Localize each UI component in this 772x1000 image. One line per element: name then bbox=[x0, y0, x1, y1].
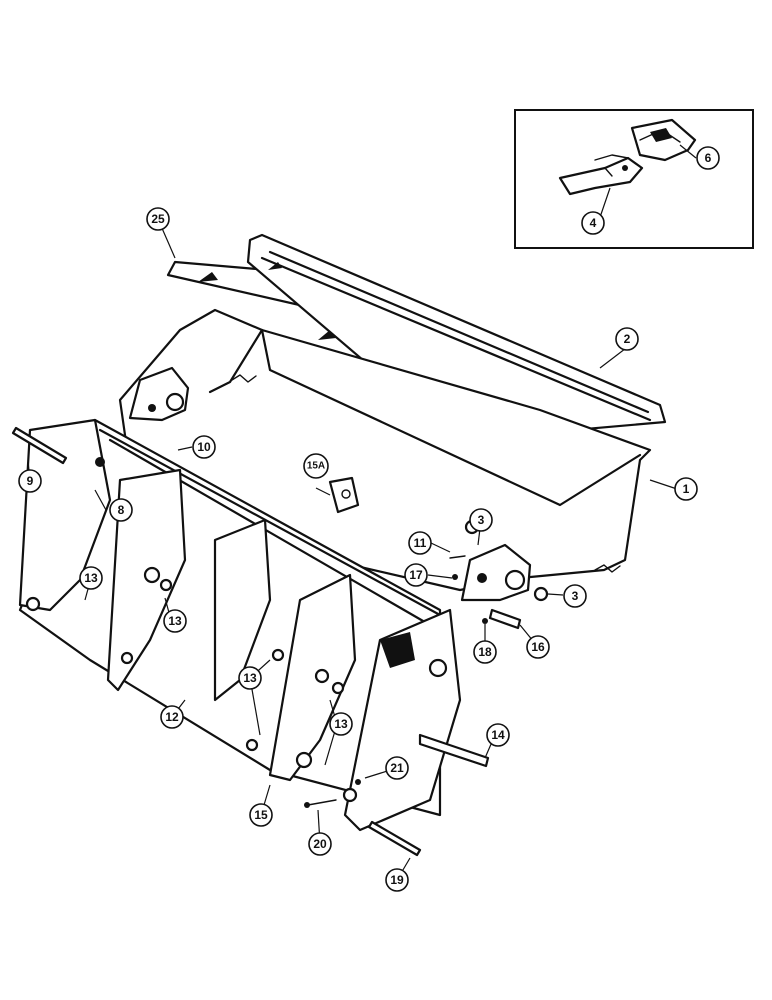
svg-text:12: 12 bbox=[165, 710, 179, 724]
svg-text:10: 10 bbox=[197, 440, 211, 454]
callout-15: 15 bbox=[249, 803, 273, 827]
svg-text:16: 16 bbox=[531, 640, 545, 654]
callout-1: 1 bbox=[674, 477, 698, 501]
svg-text:4: 4 bbox=[590, 216, 597, 230]
pin-part-19 bbox=[367, 820, 422, 857]
callout-10: 10 bbox=[192, 435, 216, 459]
callout-19: 19 bbox=[385, 868, 409, 892]
callout-21: 21 bbox=[385, 756, 409, 780]
svg-text:6: 6 bbox=[705, 151, 712, 165]
callout-3-right: 3 bbox=[563, 584, 587, 608]
svg-text:13: 13 bbox=[243, 671, 257, 685]
inset-box bbox=[514, 109, 754, 249]
adapter-part-4 bbox=[558, 154, 644, 196]
callout-18: 18 bbox=[473, 640, 497, 664]
callout-3-upper: 3 bbox=[469, 508, 493, 532]
callout-13-d: 13 bbox=[329, 712, 353, 736]
svg-text:9: 9 bbox=[27, 474, 34, 488]
svg-text:15A: 15A bbox=[307, 461, 325, 472]
callout-17: 17 bbox=[404, 563, 428, 587]
shank-2 bbox=[106, 468, 187, 692]
callout-13-a: 13 bbox=[79, 566, 103, 590]
svg-text:20: 20 bbox=[313, 837, 327, 851]
svg-text:19: 19 bbox=[390, 873, 404, 887]
callout-20: 20 bbox=[308, 832, 332, 856]
callout-14: 14 bbox=[486, 723, 510, 747]
svg-text:17: 17 bbox=[409, 568, 423, 582]
svg-text:21: 21 bbox=[390, 761, 404, 775]
svg-text:3: 3 bbox=[478, 513, 485, 527]
callout-16: 16 bbox=[526, 635, 550, 659]
svg-text:2: 2 bbox=[624, 332, 631, 346]
svg-text:11: 11 bbox=[414, 536, 427, 550]
callout-9: 9 bbox=[18, 469, 42, 493]
svg-text:13: 13 bbox=[84, 571, 98, 585]
wear-pad-15a bbox=[328, 476, 360, 514]
svg-text:8: 8 bbox=[118, 503, 125, 517]
callout-25: 25 bbox=[146, 207, 170, 231]
svg-text:3: 3 bbox=[572, 589, 579, 603]
callout-15a: 15A bbox=[303, 453, 329, 479]
svg-text:15: 15 bbox=[254, 808, 268, 822]
svg-text:13: 13 bbox=[334, 717, 348, 731]
shank-4 bbox=[268, 573, 357, 782]
svg-text:13: 13 bbox=[168, 614, 182, 628]
pin-part-9 bbox=[11, 426, 68, 465]
callout-6: 6 bbox=[696, 146, 720, 170]
callout-8: 8 bbox=[109, 498, 133, 522]
svg-text:18: 18 bbox=[478, 645, 492, 659]
tooth-part-6 bbox=[630, 118, 697, 162]
svg-text:25: 25 bbox=[151, 212, 165, 226]
callout-11: 11 bbox=[408, 531, 432, 555]
callout-13-c: 13 bbox=[238, 666, 262, 690]
callout-2: 2 bbox=[615, 327, 639, 351]
callout-13-b: 13 bbox=[163, 609, 187, 633]
bolt-part-20 bbox=[304, 799, 337, 808]
callout-4: 4 bbox=[581, 211, 605, 235]
callout-12: 12 bbox=[160, 705, 184, 729]
right-mount-bracket bbox=[449, 519, 549, 630]
svg-text:1: 1 bbox=[683, 482, 690, 496]
shank-3-center bbox=[213, 518, 285, 752]
svg-text:14: 14 bbox=[491, 728, 505, 742]
